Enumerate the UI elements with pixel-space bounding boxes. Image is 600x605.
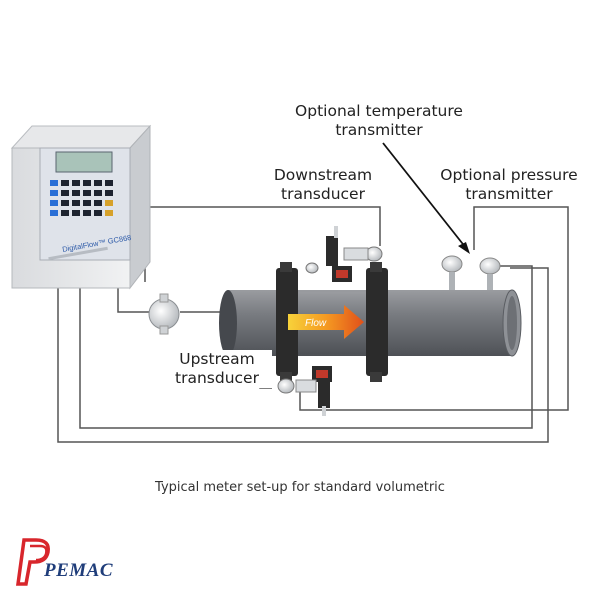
flow-meter-enclosure: DigitalFlow™ GC868 (10, 124, 152, 290)
upstream-transducer-sensor (277, 378, 295, 394)
label-pressure-line-1: Optional pressure (440, 166, 578, 184)
wire-inner-loop (79, 265, 533, 429)
diagram-caption: Typical meter set-up for standard volume… (155, 480, 445, 495)
upstream-transducer (277, 366, 332, 416)
label-downstream-line-2: transducer (281, 185, 365, 203)
label-temperature-transmitter: Optional temperature transmitter (284, 102, 474, 140)
wire-outer-loop (57, 267, 549, 443)
label-pressure-line-2: transmitter (465, 185, 553, 203)
meter-keypad (50, 180, 113, 216)
label-upstream-line-2: transducer (175, 369, 259, 387)
temperature-transmitter (441, 255, 463, 290)
temperature-pointer-arrowhead (458, 242, 470, 254)
pemac-logo-text: PEMAC (44, 560, 114, 581)
label-downstream-transducer: Downstream transducer (258, 166, 388, 204)
label-temperature-line-2: transmitter (335, 121, 423, 139)
downstream-transducer (305, 226, 383, 282)
meter-display (55, 151, 113, 173)
label-temperature-line-1: Optional temperature (295, 102, 463, 120)
label-upstream-transducer: Upstream transducer (162, 350, 272, 388)
label-upstream-line-1: Upstream (179, 350, 255, 368)
pressure-transmitter (479, 257, 501, 290)
label-downstream-line-1: Downstream (273, 166, 373, 184)
wire-upstream (117, 282, 150, 313)
pemac-logo-mark (15, 538, 50, 586)
flow-arrow: Flow (288, 305, 364, 339)
flow-label: Flow (305, 318, 327, 329)
wire-pressure (299, 206, 569, 411)
junction-sensor (148, 293, 180, 335)
label-pressure-transmitter: Optional pressure transmitter (434, 166, 584, 204)
temperature-pointer-line (382, 142, 467, 249)
